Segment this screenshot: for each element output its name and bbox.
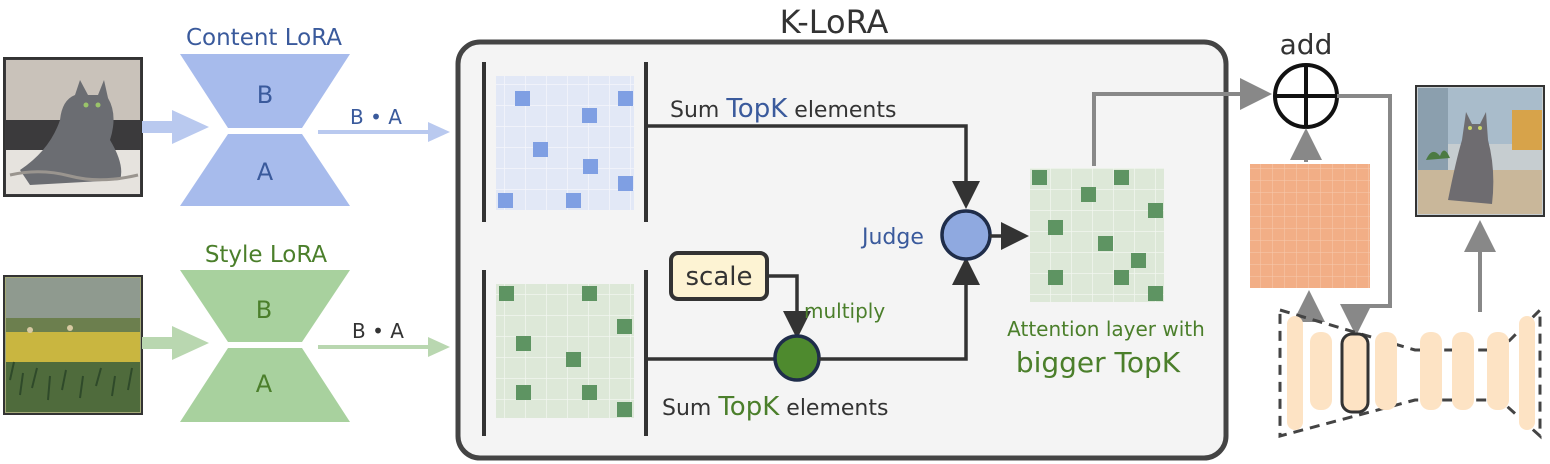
- judge-label: Judge: [860, 225, 924, 250]
- content-lora-b-trapezoid: [180, 54, 350, 128]
- add-label: add: [1280, 28, 1333, 61]
- style-product-arrowhead: [428, 337, 450, 357]
- weight-matrix: [1250, 164, 1370, 288]
- klora-title: K-LoRA: [780, 3, 889, 41]
- output-image: [1415, 85, 1545, 217]
- style-lora-a-trapezoid: [180, 348, 350, 422]
- klora-box: [455, 39, 1229, 461]
- multiply-node: [773, 334, 821, 382]
- judge-node: [940, 209, 992, 261]
- style-lora-label: Style LoRA: [205, 242, 328, 268]
- style-lora-a: A: [256, 370, 273, 398]
- style-lora-b-trapezoid: [180, 270, 350, 342]
- content-input-arrow-stem: [142, 121, 174, 133]
- content-lora-label: Content LoRA: [186, 25, 342, 51]
- scale-arrow: [767, 274, 811, 339]
- style-product-label: B • A: [352, 319, 404, 343]
- content-lora-a: A: [257, 158, 274, 186]
- top-sum-arrow: [648, 124, 980, 209]
- cat-photo: [3, 57, 143, 197]
- multiply-label: multiply: [804, 299, 885, 323]
- content-matrix-topk-cells: [498, 91, 633, 208]
- attention-matrix-topk-cells: [1032, 170, 1163, 301]
- content-product-arrowhead: [428, 122, 450, 142]
- add-node: [1273, 63, 1339, 129]
- unet-attention-block: [1340, 332, 1370, 414]
- landscape-painting: [3, 275, 143, 415]
- content-product-label: B • A: [350, 105, 402, 129]
- attention-label-line1: Attention layer with: [1007, 317, 1205, 341]
- content-input-arrowhead: [172, 110, 209, 144]
- multiply-to-judge-arrow: [819, 257, 980, 361]
- top-sum-text: Sum TopK elements: [670, 94, 896, 124]
- content-lora-b: B: [257, 81, 273, 109]
- unet-outline: [1278, 306, 1542, 440]
- style-input-arrow-stem: [142, 337, 174, 349]
- scale-label: scale: [686, 262, 753, 292]
- attention-to-add-arrow: [1092, 78, 1272, 166]
- style-input-arrowhead: [172, 326, 209, 360]
- add-to-unet-arrow: [1337, 94, 1392, 336]
- bottom-sum-text: Sum TopK elements: [662, 392, 888, 422]
- unet-blocks: [1287, 316, 1535, 430]
- attention-label-line2: bigger TopK: [1016, 346, 1181, 379]
- content-lora-a-trapezoid: [180, 134, 350, 206]
- style-lora-b: B: [256, 296, 272, 324]
- style-matrix-topk-cells: [499, 286, 632, 417]
